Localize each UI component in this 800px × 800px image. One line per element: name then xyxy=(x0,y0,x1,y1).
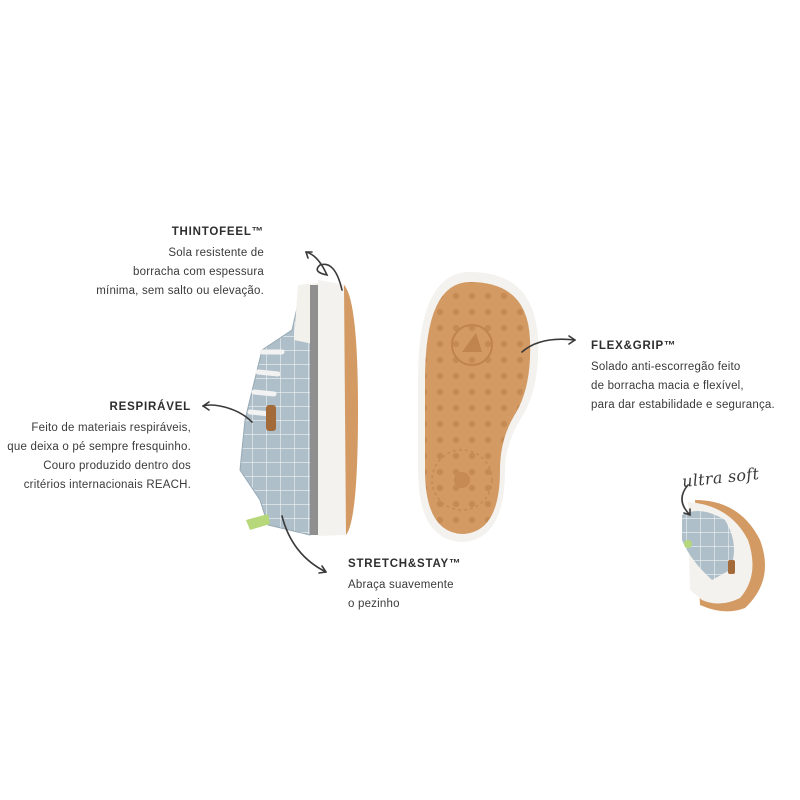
feature-title: THINTOFEEL™ xyxy=(171,226,264,238)
feature-title: FLEX&GRIP™ xyxy=(591,340,677,352)
ultra-soft-shoe xyxy=(682,500,765,612)
arrow-thintofeel xyxy=(305,251,343,291)
feature-line: Couro produzido dentro dos xyxy=(43,460,191,472)
feature-title: RESPIRÁVEL xyxy=(109,401,191,413)
feature-title: STRETCH&STAY™ xyxy=(348,558,462,570)
feature-line: critérios internacionais REACH. xyxy=(23,479,191,491)
feature-line: que deixa o pé sempre fresquinho. xyxy=(7,441,191,453)
feature-thintofeel: THINTOFEEL™ Sola resistente de borracha … xyxy=(80,223,264,301)
arrow-stretch xyxy=(281,515,327,573)
feature-line: o pezinho xyxy=(348,598,400,610)
callout-arrows xyxy=(202,251,691,574)
shoe-sole-view xyxy=(418,272,539,542)
feature-stretch: STRETCH&STAY™ Abraça suavemente o pezinh… xyxy=(348,555,548,614)
arrow-ultra-soft xyxy=(681,484,691,516)
feature-line: para dar estabilidade e segurança. xyxy=(591,399,775,411)
feature-line: Sola resistente de xyxy=(168,247,264,259)
feature-line: Abraça suavemente xyxy=(348,579,454,591)
feature-line: Solado anti-escorregão feito xyxy=(591,361,741,373)
feature-respiravel: RESPIRÁVEL Feito de materiais respirávei… xyxy=(0,398,191,495)
feature-flex: FLEX&GRIP™ Solado anti-escorregão feito … xyxy=(591,337,796,415)
feature-line: borracha com espessura xyxy=(133,266,264,278)
arrow-flex xyxy=(521,338,576,353)
arrow-respiravel xyxy=(202,404,253,423)
feature-line: mínima, sem salto ou elevação. xyxy=(96,285,264,297)
shoe-side-view xyxy=(239,280,358,536)
feature-line: Feito de materiais respiráveis, xyxy=(31,422,191,434)
feature-line: de borracha macia e flexível, xyxy=(591,380,744,392)
